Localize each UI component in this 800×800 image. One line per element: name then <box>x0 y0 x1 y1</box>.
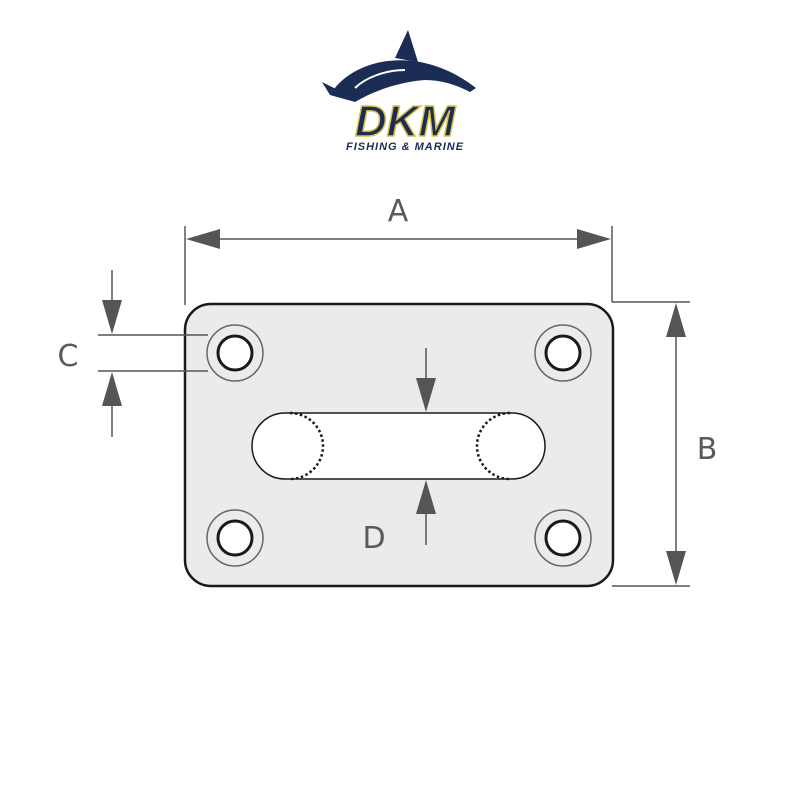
mounting-hole-top-left <box>206 324 264 382</box>
dimension-d: D <box>362 348 436 556</box>
center-slot <box>251 411 546 481</box>
dimension-c-label: C <box>58 339 79 374</box>
dimension-d-label: D <box>362 521 385 556</box>
dimension-a-label: A <box>388 194 409 229</box>
dimension-b: B <box>612 301 718 587</box>
mounting-hole-bottom-left <box>206 509 264 567</box>
dimension-c: C <box>58 270 208 437</box>
logo-brand-text: DKM <box>355 97 457 146</box>
dimension-a: A <box>184 194 613 305</box>
brand-logo: DKM FISHING & MARINE <box>322 30 476 153</box>
marlin-icon <box>322 30 476 102</box>
dimension-b-label: B <box>697 432 718 467</box>
mounting-hole-bottom-right <box>534 509 592 567</box>
logo-tagline: FISHING & MARINE <box>346 141 464 153</box>
mounting-hole-top-right <box>534 324 592 382</box>
